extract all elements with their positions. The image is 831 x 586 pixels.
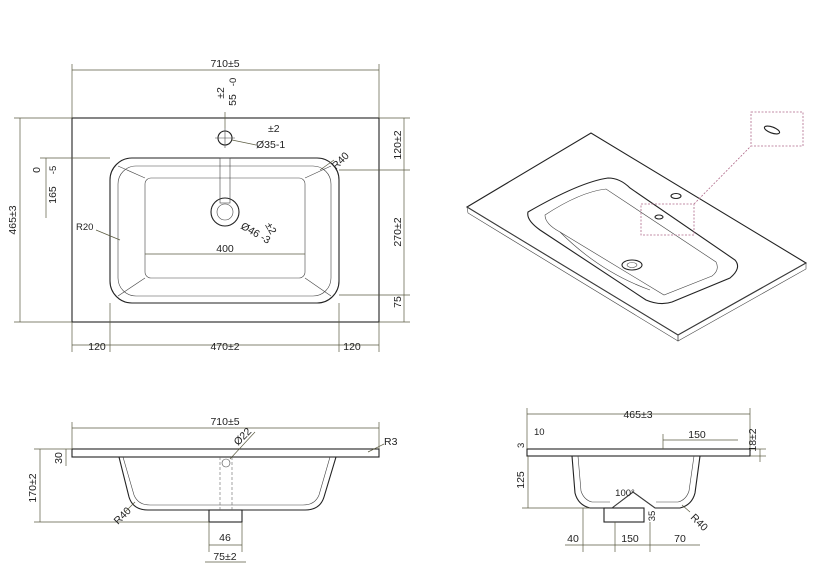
dim-bottom-left: 120 bbox=[88, 341, 106, 353]
dim-tap-pos: 55 bbox=[227, 94, 239, 106]
dim-side-drain-depth: 35 bbox=[647, 511, 658, 522]
drain-outer bbox=[210, 197, 240, 227]
dim-side-bowl-depth: 125 bbox=[515, 471, 527, 489]
dim-right-bottom: 75 bbox=[392, 296, 404, 308]
dim-radius-bowl: R20 bbox=[76, 222, 93, 233]
dim-left-offset-tol-b: -5 bbox=[48, 166, 59, 174]
dim-bottom-mid: 470±2 bbox=[210, 341, 239, 353]
dim-front-width: 710±5 bbox=[210, 416, 239, 428]
iso-overflow bbox=[654, 214, 664, 220]
front-top-slab bbox=[71, 448, 380, 458]
isometric-view bbox=[465, 111, 808, 342]
dim-tap-tol-b: -0 bbox=[228, 78, 239, 86]
iso-bowl-inner bbox=[544, 188, 718, 296]
front-drain-pipe bbox=[208, 509, 243, 523]
front-view: 710±5 Ø22 R3 30 170±2 R40 46 75±2 bbox=[27, 416, 398, 563]
dim-side-tap-offset: 150 bbox=[688, 429, 706, 441]
side-drain-pipe bbox=[603, 507, 645, 523]
dim-right-top: 120±2 bbox=[392, 130, 404, 159]
iso-tap-hole bbox=[670, 192, 682, 200]
dim-side-bottom-right: 70 bbox=[674, 533, 686, 545]
side-bowl-outer bbox=[571, 455, 701, 509]
dim-side-bottom-mid: 150 bbox=[621, 533, 639, 545]
top-outline bbox=[71, 117, 380, 323]
iso-top-surface bbox=[465, 132, 808, 336]
dim-tap-tol-a: ±2 bbox=[215, 87, 227, 99]
dim-front-height: 170±2 bbox=[27, 473, 39, 502]
bowl-outer bbox=[109, 157, 340, 304]
iso-detail-box bbox=[640, 203, 695, 236]
dim-left-offset-tol-a: 0 bbox=[31, 167, 43, 173]
iso-detail-slot bbox=[763, 125, 781, 135]
dim-side-angle: 100° bbox=[615, 488, 635, 499]
dim-front-radius-small: R3 bbox=[384, 436, 398, 448]
top-view: 710±5 ±2 55 -0 ±2 Ø35-1 R40 R20 ±2 Ø46 -… bbox=[7, 58, 410, 353]
dim-side-edge-b: 10 bbox=[534, 427, 545, 438]
dim-front-top-thick: 30 bbox=[53, 452, 65, 464]
dim-left-offset: 165 bbox=[47, 186, 59, 204]
dim-right-mid: 270±2 bbox=[392, 217, 404, 246]
dim-drain-tol: ±2 bbox=[262, 221, 278, 237]
dim-side-depth: 465±3 bbox=[623, 409, 652, 421]
iso-bowl-outer bbox=[527, 177, 739, 305]
iso-drain bbox=[621, 259, 643, 271]
dim-top-width: 710±5 bbox=[210, 58, 239, 70]
side-top-slab bbox=[526, 448, 751, 457]
dim-front-drain-out: 46 bbox=[219, 532, 231, 544]
overflow-channel bbox=[219, 157, 231, 204]
dim-front-radius-bowl: R40 bbox=[112, 505, 134, 527]
dim-side-bottom-left: 40 bbox=[567, 533, 579, 545]
drain-inner bbox=[216, 203, 234, 221]
front-bowl-outer bbox=[118, 456, 337, 511]
dim-side-lip-height: 18±2 bbox=[747, 428, 759, 451]
bowl-inner bbox=[144, 177, 306, 279]
dim-side-radius-bowl: R40 bbox=[688, 512, 710, 534]
bowl-mid bbox=[117, 165, 332, 297]
dim-front-drain-spacing: 75±2 bbox=[213, 551, 236, 563]
dim-side-edge-a: 3 bbox=[516, 443, 527, 448]
dim-tap-hole-tol: ±2 bbox=[268, 123, 280, 135]
dim-bottom-right: 120 bbox=[343, 341, 361, 353]
side-view: 465±3 3 10 150 18±2 125 100° 35 R40 40 1… bbox=[515, 408, 766, 552]
iso-detail-zoom bbox=[750, 111, 804, 147]
dim-bowl-width: 400 bbox=[216, 243, 234, 255]
dim-tap-hole: Ø35-1 bbox=[256, 139, 285, 151]
dim-top-depth: 465±3 bbox=[7, 205, 19, 234]
